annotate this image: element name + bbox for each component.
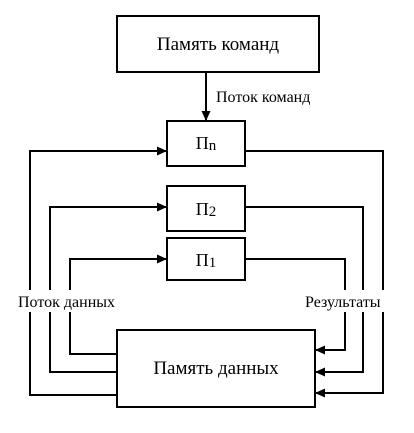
results-label: Результаты	[305, 294, 381, 311]
result-line-n	[245, 150, 384, 398]
result-line-2	[245, 206, 364, 377]
data-stream-line-n	[29, 146, 167, 396]
data-stream-line-2	[49, 202, 167, 373]
instruction-memory-label: Память команд	[157, 34, 280, 55]
data-stream-label: Поток данных	[18, 294, 115, 311]
processor-2-label: П2	[196, 199, 217, 220]
processor-2-block: П2	[166, 185, 246, 232]
results-label-bg	[302, 290, 402, 312]
processor-n-label: Пn	[196, 133, 217, 154]
data-stream-label-bg	[14, 290, 134, 312]
data-memory-label: Память данных	[153, 358, 279, 379]
processor-n-block: Пn	[166, 120, 246, 167]
data-memory-block: Память данных	[116, 329, 316, 408]
processor-1-label: П1	[196, 250, 217, 271]
processor-1-block: П1	[166, 237, 246, 281]
instruction-memory-block: Память команд	[116, 15, 320, 73]
instruction-stream-label: Поток команд	[216, 89, 310, 106]
